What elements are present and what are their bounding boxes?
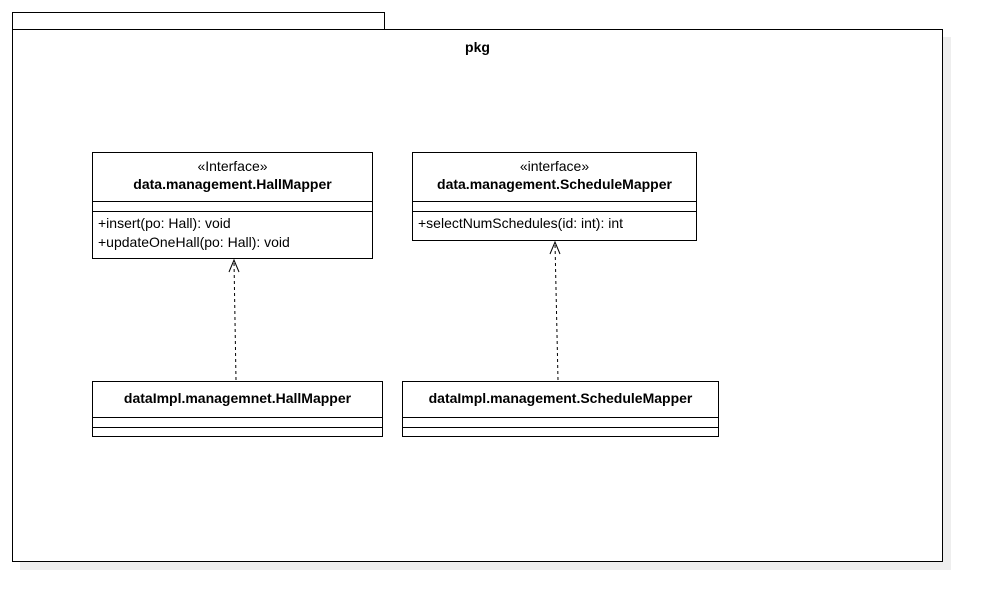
class-header: «Interface» data.management.HallMapper xyxy=(93,153,372,201)
class-schedule-impl[interactable]: dataImpl.management.ScheduleMapper xyxy=(402,381,719,437)
stereotype-label: «interface» xyxy=(519,158,590,174)
realization-hall[interactable] xyxy=(228,258,240,381)
operation: +selectNumSchedules(id: int): int xyxy=(418,215,624,231)
operations-compartment xyxy=(93,427,382,436)
attributes-compartment xyxy=(93,417,382,427)
class-name: dataImpl.managemnet.HallMapper xyxy=(123,390,352,406)
operations-compartment xyxy=(403,427,718,436)
class-header: dataImpl.managemnet.HallMapper xyxy=(93,382,382,417)
package-name: pkg xyxy=(465,39,490,55)
package-tab[interactable] xyxy=(12,12,385,30)
class-hall-interface[interactable]: «Interface» data.management.HallMapper +… xyxy=(92,152,373,259)
class-header: dataImpl.management.ScheduleMapper xyxy=(403,382,718,417)
class-hall-impl[interactable]: dataImpl.managemnet.HallMapper xyxy=(92,381,383,437)
attributes-compartment xyxy=(93,201,372,211)
class-header: «interface» data.management.ScheduleMapp… xyxy=(413,153,696,201)
class-name: data.management.ScheduleMapper xyxy=(437,176,672,192)
realization-schedule[interactable] xyxy=(549,240,561,381)
package-frame[interactable] xyxy=(12,29,943,562)
operation: +insert(po: Hall): void xyxy=(98,215,231,231)
attributes-compartment xyxy=(413,201,696,211)
operations-compartment: +selectNumSchedules(id: int): int xyxy=(413,211,696,233)
stereotype-label: «Interface» xyxy=(197,158,268,174)
class-name: data.management.HallMapper xyxy=(133,176,332,192)
class-schedule-interface[interactable]: «interface» data.management.ScheduleMapp… xyxy=(412,152,697,241)
operations-compartment: +insert(po: Hall): void +updateOneHall(p… xyxy=(93,211,372,252)
class-name: dataImpl.management.ScheduleMapper xyxy=(428,390,693,406)
attributes-compartment xyxy=(403,417,718,427)
operation: +updateOneHall(po: Hall): void xyxy=(98,234,290,250)
